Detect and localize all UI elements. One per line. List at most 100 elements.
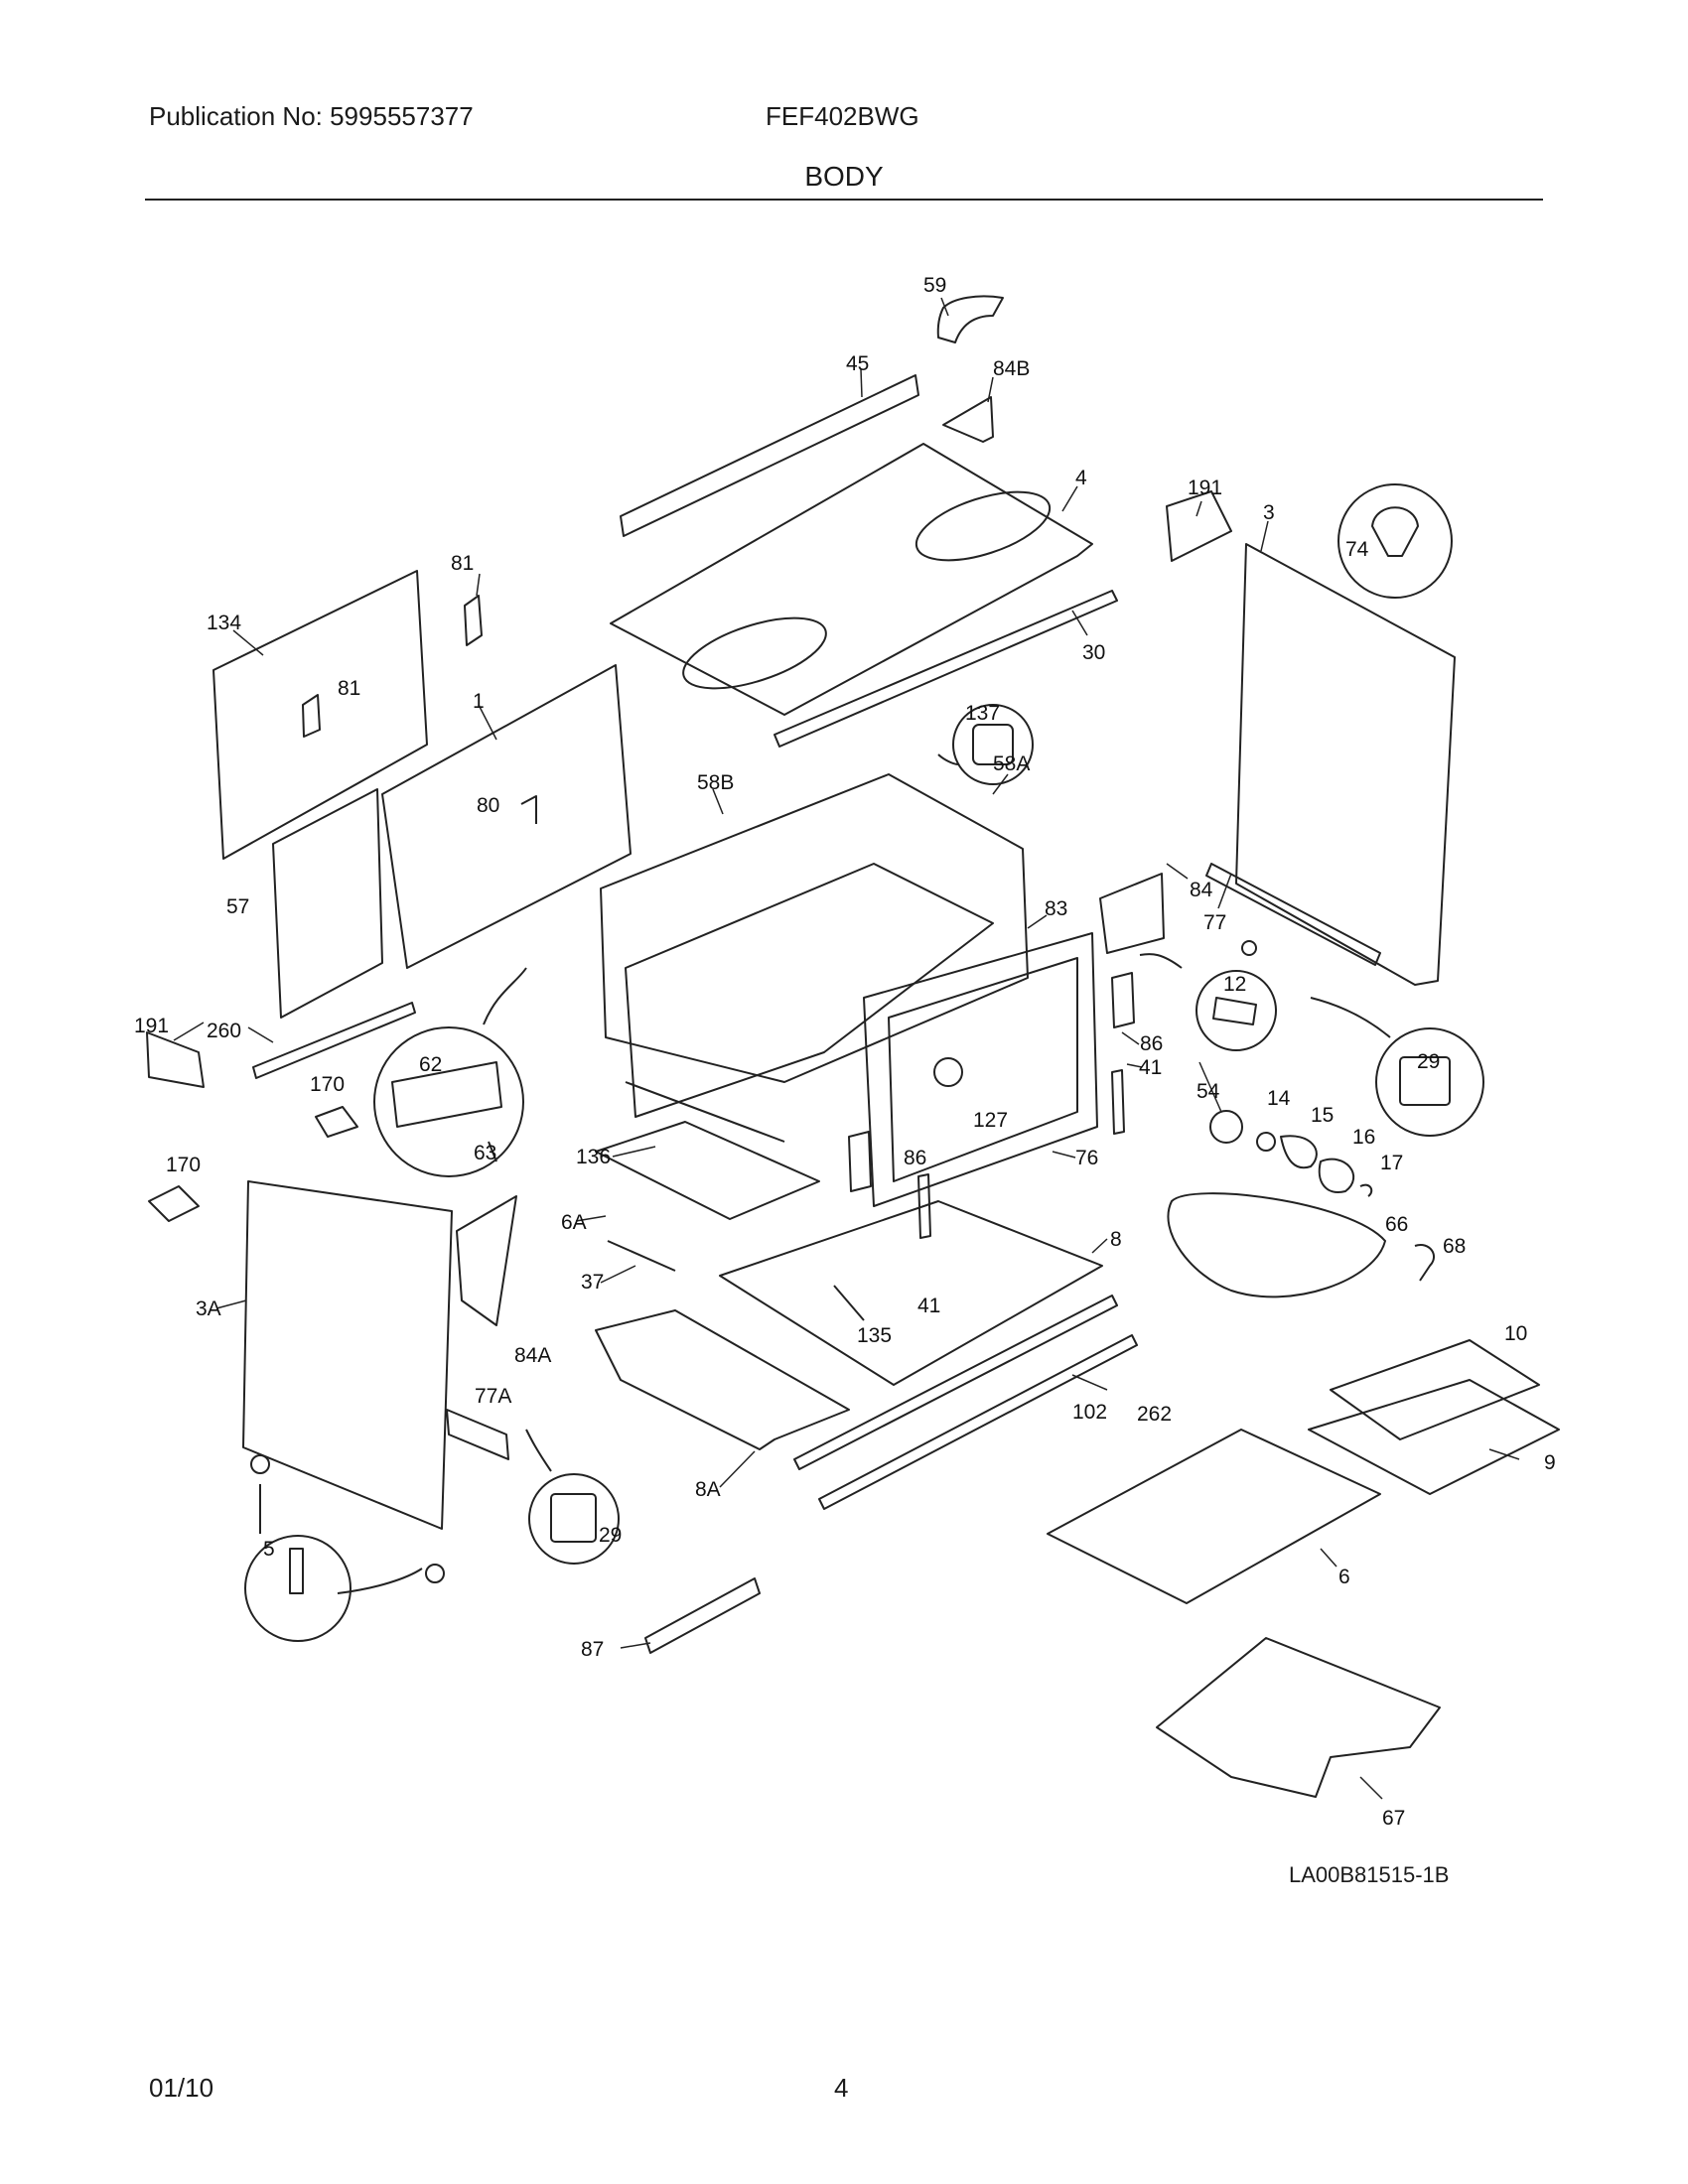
callout-29-lower <box>528 1473 620 1565</box>
part-label: 16 <box>1352 1126 1375 1149</box>
vent-tube <box>936 295 1004 343</box>
part-label: 30 <box>1082 641 1105 664</box>
part-label: 66 <box>1385 1213 1408 1236</box>
hook-68 <box>1414 1244 1435 1282</box>
part-label: 84A <box>514 1344 551 1367</box>
part-label: 127 <box>973 1109 1008 1132</box>
top-trim <box>620 374 919 537</box>
cooktop-recess-left <box>682 616 827 690</box>
bracket-191-top <box>1166 490 1232 562</box>
section-title: BODY <box>804 161 884 192</box>
lamp-socket-54 <box>1209 1110 1243 1144</box>
front-rail <box>774 590 1118 748</box>
strip-41 <box>1111 1069 1125 1135</box>
clip-63 <box>488 1141 497 1162</box>
model-number: FEF402BWG <box>766 101 919 131</box>
part-label: 134 <box>207 612 241 634</box>
part-label: 8 <box>1110 1228 1122 1251</box>
part-label: 84B <box>993 357 1030 380</box>
lamp-14 <box>1256 1132 1276 1152</box>
oven-cavity <box>625 863 994 1118</box>
rail-260 <box>252 1002 416 1079</box>
screw-77 <box>1241 940 1257 956</box>
part-label: 86 <box>904 1147 926 1169</box>
part-label: 80 <box>477 794 499 817</box>
part-label: 76 <box>1075 1147 1098 1169</box>
rear-wall-1 <box>381 664 632 969</box>
part-label: 135 <box>857 1324 892 1347</box>
lamp-cover-16 <box>1318 1158 1355 1193</box>
part-label: 6A <box>561 1211 587 1234</box>
lamp-bulb-15 <box>1280 1135 1318 1169</box>
part-label: 37 <box>581 1271 604 1294</box>
part-label: 136 <box>576 1146 611 1168</box>
part-135 <box>833 1285 865 1321</box>
broil-grid <box>1330 1339 1540 1440</box>
bracket-77a <box>446 1409 509 1460</box>
header-rule <box>145 199 1543 201</box>
oven-bottom <box>719 1200 1103 1386</box>
back-panel-134 <box>212 570 428 860</box>
part-label: 87 <box>581 1638 604 1661</box>
bracket-81-upper <box>464 595 483 646</box>
part-label: 17 <box>1380 1152 1403 1174</box>
part-label: 41 <box>1139 1056 1162 1079</box>
part-label: 84 <box>1190 879 1213 901</box>
strip-136 <box>625 1081 785 1143</box>
side-panel-right <box>1235 543 1456 986</box>
hinge-86 <box>1111 972 1135 1028</box>
part-label: 58B <box>697 771 734 794</box>
leveler-foot-left <box>250 1454 270 1474</box>
bracket-81-lower <box>302 694 321 738</box>
part-label: 3A <box>196 1297 221 1320</box>
clip-170-upper <box>315 1106 358 1138</box>
strip-41-lower <box>917 1173 931 1239</box>
part-label: 102 <box>1072 1401 1107 1424</box>
part-label: 170 <box>310 1073 345 1096</box>
part-80 <box>520 795 537 824</box>
leveler-foot-right <box>425 1564 445 1583</box>
part-label: 58A <box>993 752 1030 775</box>
callout-12 <box>1196 970 1277 1051</box>
part-label: 191 <box>1188 477 1222 499</box>
part-label: 170 <box>166 1154 201 1176</box>
part-label: 63 <box>474 1142 496 1164</box>
drawing-code: LA00B81515-1B <box>1289 1862 1450 1887</box>
part-label: 9 <box>1544 1451 1556 1474</box>
drawer-liner <box>595 1309 850 1450</box>
oven-insulation <box>600 773 1029 1083</box>
bracket-84b <box>942 396 994 443</box>
part-label: 41 <box>917 1295 940 1317</box>
rack-6a <box>595 1121 820 1220</box>
part-label: 15 <box>1311 1104 1334 1127</box>
part-label: 191 <box>134 1015 169 1037</box>
page-number: 4 <box>834 2073 849 2103</box>
part-label: 1 <box>473 690 485 713</box>
bracket-191-left <box>146 1031 205 1088</box>
side-panel-left <box>242 1180 453 1530</box>
part-label: 137 <box>965 702 1000 725</box>
oven-front-frame <box>863 932 1098 1207</box>
clip-170-lower <box>148 1185 200 1222</box>
panel-57 <box>272 788 383 1019</box>
part-label: 83 <box>1045 897 1067 920</box>
bracket-84a <box>456 1195 517 1326</box>
part-label: 4 <box>1075 467 1087 489</box>
part-label: 74 <box>1345 538 1369 561</box>
broil-element <box>1167 1192 1386 1298</box>
lamp-wire-17 <box>1359 1183 1373 1197</box>
part-label: 68 <box>1443 1235 1466 1258</box>
part-label: 5 <box>263 1538 275 1561</box>
part-label: 3 <box>1263 501 1275 524</box>
publication-number: Publication No: 5995557377 <box>149 101 474 131</box>
part-label: 12 <box>1223 973 1246 996</box>
part-label: 6 <box>1338 1566 1350 1588</box>
part-label: 77A <box>475 1385 511 1408</box>
rail-102 <box>793 1295 1118 1470</box>
part-label: 45 <box>846 352 869 375</box>
part-label: 67 <box>1382 1807 1405 1830</box>
part-label: 29 <box>1417 1050 1440 1073</box>
bake-element <box>1156 1637 1441 1798</box>
callout-5 <box>244 1535 352 1642</box>
